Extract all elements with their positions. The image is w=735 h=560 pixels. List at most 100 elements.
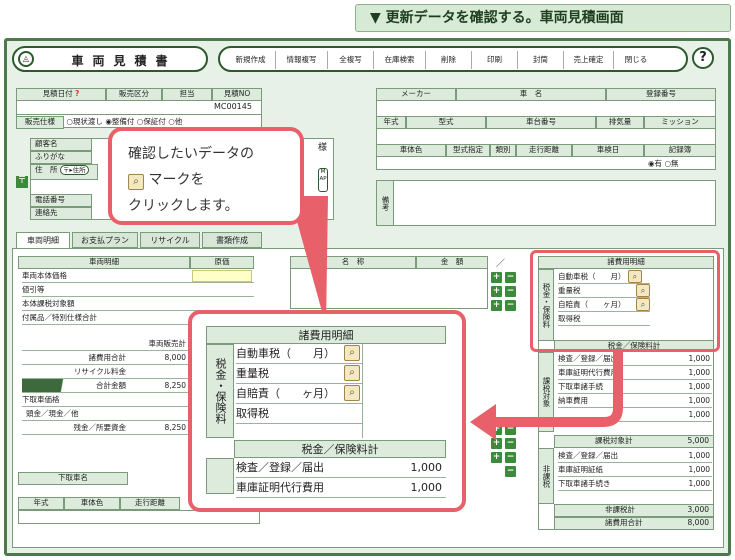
remove-row-icon[interactable]: − [505, 424, 516, 435]
print-button[interactable]: 印刷 [472, 51, 518, 69]
instruction-banner: ▼ 更新データを確認する。車両見積画面 [355, 4, 731, 32]
expenses-header: 諸費用明細 [538, 256, 714, 269]
spec-radio-1[interactable]: ◉整備付 [105, 117, 135, 126]
envelope-button[interactable]: 封筒 [518, 51, 564, 69]
remarks-box[interactable] [376, 180, 716, 226]
remove-row-icon[interactable]: − [505, 300, 516, 311]
nontax-side-label: 非課税 [538, 448, 554, 504]
map-button[interactable]: MAP [318, 168, 328, 192]
tab-documents[interactable]: 書類作成 [202, 232, 262, 248]
inspection-label: 車検日 [572, 144, 644, 157]
remove-row-icon[interactable]: − [505, 466, 516, 477]
tab-recycle[interactable]: リサイクル [140, 232, 200, 248]
honorific: 様 [318, 143, 328, 153]
remove-row-icon[interactable]: − [505, 452, 516, 463]
record-radio-yes[interactable]: ◉有 [648, 159, 663, 168]
total-row-2: リサイクル料金 [22, 365, 190, 379]
taxed-item-1: 重量税 ⌕ [558, 284, 650, 298]
banner-arrow: ▼ [370, 10, 381, 26]
nontax-total-row: 非課税計 3,000 [554, 504, 714, 517]
record-label: 記録簿 [644, 144, 716, 157]
customer-name-label: 顧客名 [30, 138, 92, 151]
callout-bubble: 確認したいデータの ⌕ マークを クリックします。 [108, 127, 304, 225]
callout-line-1: 確認したいデータの [128, 146, 254, 162]
color-label: 車体色 [376, 144, 446, 157]
chassis-label: 車台番号 [486, 116, 596, 129]
callout-tail [290, 196, 328, 326]
trade-in-mileage-label: 走行距離 [120, 497, 180, 510]
magnifier-icon[interactable]: ⌕ [636, 284, 650, 297]
magnifier-icon: ⌕ [128, 174, 144, 190]
model-label: 型式 [406, 116, 486, 129]
add-row-icon[interactable]: + [491, 438, 502, 449]
add-row-icon[interactable]: + [491, 300, 502, 311]
magnifier-icon[interactable]: ⌕ [344, 365, 360, 381]
row-buttons: +− +− +− [491, 272, 519, 314]
close-button[interactable]: 閉じる [624, 55, 648, 64]
total-row-3: 合計金額 8,250 [22, 379, 190, 393]
stock-search-button[interactable]: 在庫検索 [374, 51, 426, 69]
spec-radio-0[interactable]: ○現状渡し [66, 117, 103, 126]
zoom-header: 諸費用明細 [206, 326, 446, 344]
postal-icon[interactable]: 〒 [16, 176, 28, 188]
required-mark: ? [75, 89, 80, 98]
detail-row-0: 車両本体価格 [22, 269, 254, 283]
zoom-item-2: 自賠責（ ヶ月）⌕ [236, 384, 362, 404]
spec-radio-3[interactable]: ○他 [168, 117, 183, 126]
callout-line-2: ⌕ マークを [128, 167, 300, 193]
add-row-icon[interactable]: + [491, 452, 502, 463]
remarks-label: 備考 [376, 180, 394, 226]
vehicle-detail-header: 車両明細 [18, 256, 190, 269]
new-button[interactable]: 新規作成 [226, 51, 276, 69]
items-slash: ／ [496, 259, 506, 269]
magnifier-icon[interactable]: ⌕ [344, 345, 360, 361]
tab-payment-plan[interactable]: お支払プラン [72, 232, 138, 248]
address-search-button[interactable]: 〒▸住所 [59, 165, 89, 175]
banner-title: 更新データを確認する。車両見積画面 [385, 10, 624, 26]
app-title: 車両見積書 [71, 54, 177, 68]
contact-label: 連絡先 [30, 207, 92, 220]
detail-row-1: 値引等 [22, 283, 254, 297]
confirm-sale-button[interactable]: 売上確定 [564, 51, 614, 69]
tab-vehicle-detail[interactable]: 車両明細 [16, 232, 70, 248]
remove-row-icon[interactable]: − [505, 272, 516, 283]
add-row-icon[interactable]: + [491, 272, 502, 283]
total-row-1: 諸費用合計 8,000 [22, 351, 190, 365]
app-logo-icon: ◬ [18, 51, 34, 67]
magnifier-icon[interactable]: ⌕ [344, 385, 360, 401]
mission-label: ミッション [644, 116, 716, 129]
pointer-arrow [470, 352, 623, 440]
displacement-label: 排気量 [596, 116, 644, 129]
proc-side-label: 課税対象 [538, 352, 554, 432]
taxed-item-3: 取得税 [558, 312, 650, 326]
estimate-no-value: MC00145 [214, 102, 252, 111]
remove-row-icon[interactable]: − [505, 438, 516, 449]
remove-row-icon[interactable]: − [505, 286, 516, 297]
add-row-icon[interactable]: + [491, 424, 502, 435]
zoom-item-0: 自動車税（ 月）⌕ [236, 344, 362, 364]
mileage-label: 走行距離 [516, 144, 572, 157]
zoom-proc-side [206, 458, 234, 494]
sales-type-label: 販売区分 [106, 88, 162, 101]
zoom-item-3: 取得税 [236, 404, 362, 424]
copy-info-button[interactable]: 情報複写 [276, 51, 328, 69]
delete-button[interactable]: 削除 [426, 51, 472, 69]
cost-header: 原価 [190, 256, 254, 269]
copy-all-button[interactable]: 全複写 [328, 51, 374, 69]
help-icon[interactable]: ? [692, 47, 714, 69]
add-row-icon[interactable]: + [491, 286, 502, 297]
magnifier-icon[interactable]: ⌕ [627, 270, 642, 283]
expenses-taxed-side: 税金・保険料 [538, 269, 554, 341]
furigana-label: ふりがな [30, 151, 92, 164]
record-radio-no[interactable]: ○無 [664, 159, 679, 168]
car-name-label: 車 名 [456, 88, 606, 101]
magnifier-icon[interactable]: ⌕ [636, 298, 650, 311]
cost-input-0[interactable] [192, 270, 252, 282]
spec-radio-2[interactable]: ○保証付 [136, 117, 166, 126]
zoom-value-column [362, 344, 446, 438]
proc-item-4: 1,000 [558, 408, 712, 422]
